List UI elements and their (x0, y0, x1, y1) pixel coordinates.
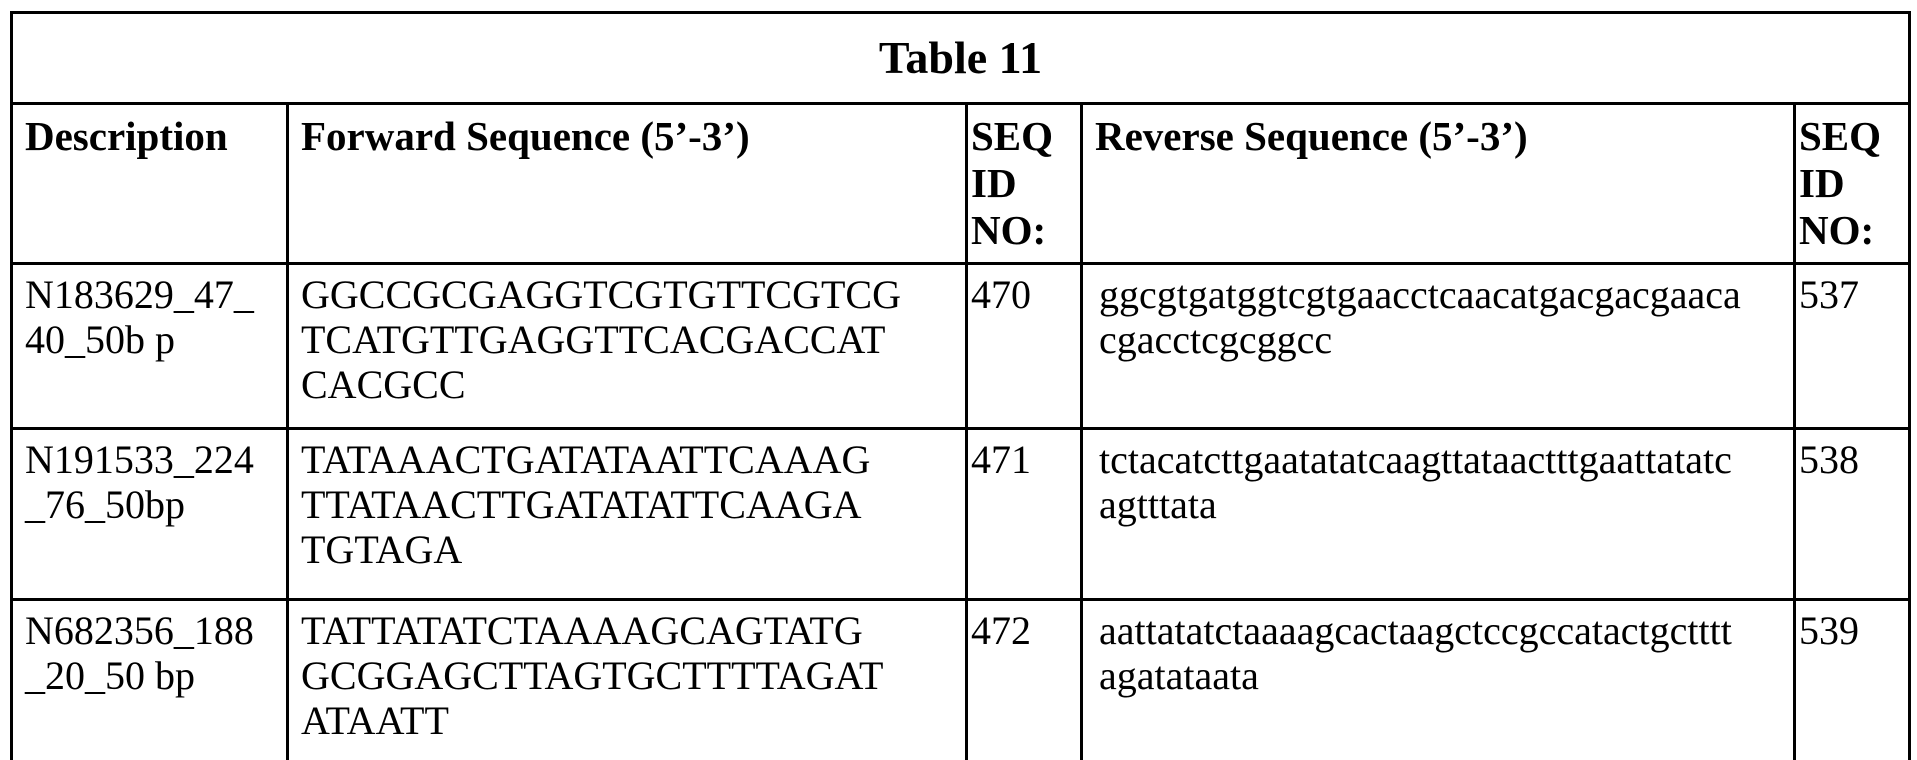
cell-description: N191533_224 _76_50bp (10, 427, 289, 602)
cell-description: N183629_47_ 40_50b p (10, 262, 289, 431)
cell-reverse-seq-id: 539 (1792, 598, 1912, 760)
sequence-table: Table 11 Description Forward Sequence (5… (9, 11, 1912, 760)
cell-reverse-seq-id: 538 (1792, 427, 1912, 602)
cell-reverse-sequence: ggcgtgatggtcgtgaacctcaacatgacgacgaaca cg… (1080, 262, 1796, 431)
cell-forward-sequence: GGCCGCGAGGTCGTGTTCGTCG TCATGTTGAGGTTCACG… (286, 262, 968, 431)
header-seq-id-reverse: SEQ ID NO: (1792, 101, 1912, 266)
cell-reverse-sequence: tctacatcttgaatatatcaagttataactttgaattata… (1080, 427, 1796, 602)
table-header-row: Description Forward Sequence (5’-3’) SEQ… (10, 101, 1912, 266)
header-forward-sequence: Forward Sequence (5’-3’) (286, 101, 968, 266)
cell-forward-sequence: TATAAACTGATATAATTCAAAG TTATAACTTGATATATT… (286, 427, 968, 602)
table-row: N191533_224 _76_50bp TATAAACTGATATAATTCA… (10, 427, 1912, 602)
cell-reverse-sequence: aattatatctaaaagcactaagctccgccatactgctttt… (1080, 598, 1796, 760)
cell-forward-seq-id: 471 (965, 427, 1083, 602)
cell-forward-sequence: TATTATATCTAAAAGCAGTATG GCGGAGCTTAGTGCTTT… (286, 598, 968, 760)
table-row: N183629_47_ 40_50b p GGCCGCGAGGTCGTGTTCG… (10, 262, 1912, 431)
header-seq-id-forward: SEQ ID NO: (965, 101, 1083, 266)
cell-reverse-seq-id: 537 (1792, 262, 1912, 431)
cell-forward-seq-id: 470 (965, 262, 1083, 431)
cell-description: N682356_188 _20_50 bp (10, 598, 289, 760)
table-row: N682356_188 _20_50 bp TATTATATCTAAAAGCAG… (10, 598, 1912, 760)
header-reverse-sequence: Reverse Sequence (5’-3’) (1080, 101, 1796, 266)
table-title-row: Table 11 (9, 11, 1912, 105)
table-title: Table 11 (9, 11, 1912, 105)
header-description: Description (10, 101, 289, 266)
cell-forward-seq-id: 472 (965, 598, 1083, 760)
